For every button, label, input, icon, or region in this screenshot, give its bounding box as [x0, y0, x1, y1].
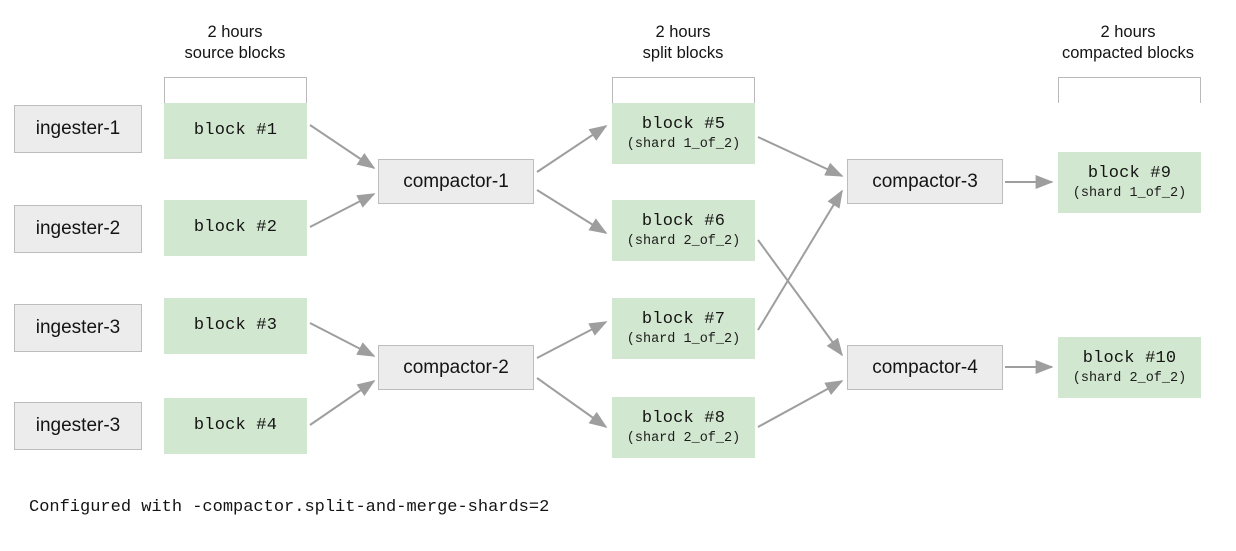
- compactor-box-4[interactable]: compactor-4: [847, 345, 1003, 390]
- configuration-note: Configured with -compactor.split-and-mer…: [29, 498, 550, 517]
- split-block-6-shard: (shard 2_of_2): [626, 233, 741, 249]
- ingester-label-1: ingester-1: [35, 118, 121, 139]
- source-block-1[interactable]: block #1: [164, 103, 307, 159]
- arrow-block6-to-compactor4: [757, 239, 843, 357]
- group-caption-split-line1: 2 hours: [655, 23, 711, 41]
- group-caption-source-line2: source blocks: [184, 44, 286, 62]
- arrow-compactor1-to-block6: [536, 189, 608, 234]
- split-block-8[interactable]: block #8 (shard 2_of_2): [612, 397, 755, 458]
- source-block-4[interactable]: block #4: [164, 398, 307, 454]
- compactor-box-3[interactable]: compactor-3: [847, 159, 1003, 204]
- group-caption-split-line2: split blocks: [642, 44, 724, 62]
- split-block-5-shard: (shard 1_of_2): [626, 136, 741, 152]
- ingester-label-4: ingester-3: [35, 415, 121, 436]
- compactor-label-1: compactor-1: [403, 170, 509, 192]
- group-caption-split-blocks: 2 hours split blocks: [603, 22, 763, 64]
- bracket-split-blocks: [612, 77, 755, 103]
- compactor-label-4: compactor-4: [872, 356, 978, 378]
- compactor-box-2[interactable]: compactor-2: [378, 345, 534, 390]
- group-caption-compacted-line1: 2 hours: [1100, 23, 1156, 41]
- split-block-8-title: block #8: [641, 408, 726, 428]
- source-block-4-title: block #4: [193, 416, 278, 435]
- split-block-6[interactable]: block #6 (shard 2_of_2): [612, 200, 755, 261]
- compactor-label-3: compactor-3: [872, 170, 978, 192]
- arrow-block2-to-compactor1: [309, 193, 376, 228]
- compacted-block-10-title: block #10: [1082, 348, 1177, 368]
- compacted-block-9[interactable]: block #9 (shard 1_of_2): [1058, 152, 1201, 213]
- bracket-compacted-blocks: [1058, 77, 1201, 103]
- split-block-7-shard: (shard 1_of_2): [626, 331, 741, 347]
- compacted-block-9-shard: (shard 1_of_2): [1072, 185, 1187, 201]
- ingester-label-3: ingester-3: [35, 317, 121, 338]
- ingester-label-2: ingester-2: [35, 218, 121, 239]
- compactor-label-2: compactor-2: [403, 356, 509, 378]
- ingester-box-4[interactable]: ingester-3: [14, 402, 142, 450]
- arrow-compactor2-to-block7: [536, 321, 608, 359]
- compacted-block-10-shard: (shard 2_of_2): [1072, 370, 1187, 386]
- arrow-compactor1-to-block5: [536, 125, 608, 173]
- source-block-2[interactable]: block #2: [164, 200, 307, 256]
- arrow-block3-to-compactor2: [309, 322, 376, 357]
- arrow-block5-to-compactor3: [757, 136, 844, 177]
- arrow-block7-to-compactor3: [757, 189, 843, 331]
- source-block-3-title: block #3: [193, 316, 278, 335]
- arrow-block8-to-compactor4: [757, 380, 844, 428]
- arrow-compactor2-to-block8: [536, 377, 608, 428]
- compacted-block-9-title: block #9: [1087, 163, 1172, 183]
- ingester-box-3[interactable]: ingester-3: [14, 304, 142, 352]
- arrow-block1-to-compactor1: [309, 124, 376, 169]
- bracket-source-blocks: [164, 77, 307, 103]
- compactor-box-1[interactable]: compactor-1: [378, 159, 534, 204]
- group-caption-compacted-blocks: 2 hours compacted blocks: [1040, 22, 1216, 64]
- source-block-2-title: block #2: [193, 218, 278, 237]
- split-block-7[interactable]: block #7 (shard 1_of_2): [612, 298, 755, 359]
- ingester-box-2[interactable]: ingester-2: [14, 205, 142, 253]
- source-block-3[interactable]: block #3: [164, 298, 307, 354]
- split-block-7-title: block #7: [641, 309, 726, 329]
- split-block-5-title: block #5: [641, 114, 726, 134]
- split-block-6-title: block #6: [641, 211, 726, 231]
- group-caption-source-blocks: 2 hours source blocks: [155, 22, 315, 64]
- group-caption-source-line1: 2 hours: [207, 23, 263, 41]
- group-caption-compacted-line2: compacted blocks: [1061, 44, 1195, 62]
- source-block-1-title: block #1: [193, 121, 278, 140]
- ingester-box-1[interactable]: ingester-1: [14, 105, 142, 153]
- split-block-5[interactable]: block #5 (shard 1_of_2): [612, 103, 755, 164]
- compacted-block-10[interactable]: block #10 (shard 2_of_2): [1058, 337, 1201, 398]
- split-block-8-shard: (shard 2_of_2): [626, 430, 741, 446]
- arrow-block4-to-compactor2: [309, 380, 376, 426]
